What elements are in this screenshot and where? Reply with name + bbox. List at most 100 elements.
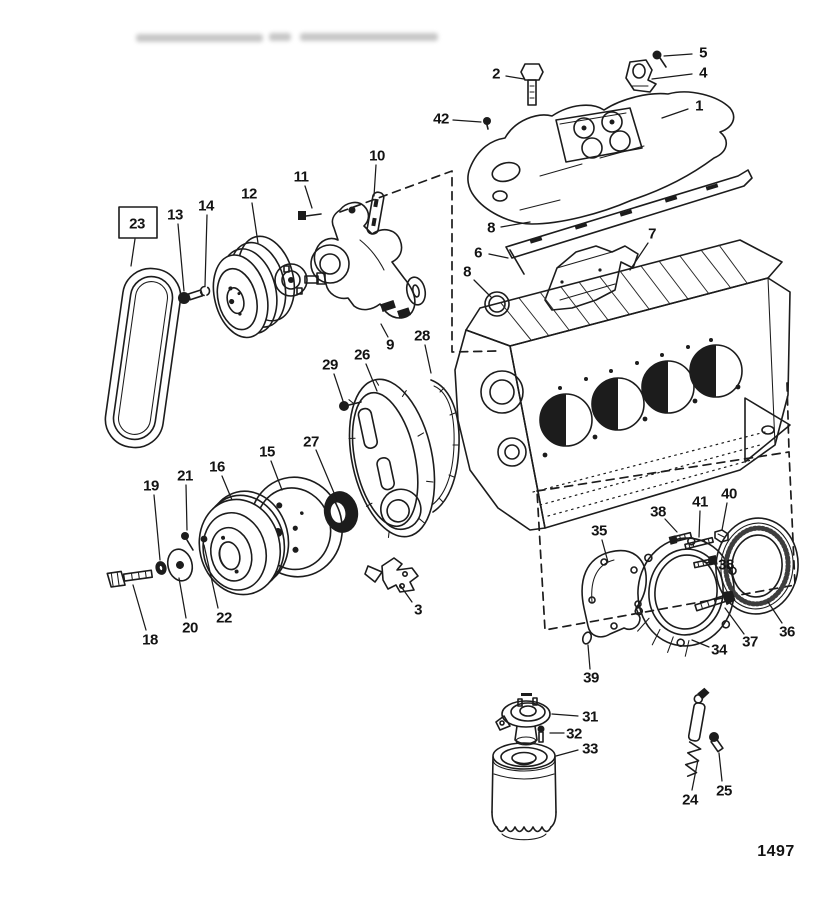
- callout-11: 11: [294, 169, 309, 186]
- callout-leader-37: [724, 607, 745, 635]
- callout-24: 24: [682, 792, 699, 809]
- part-lift-bracket: [625, 59, 657, 93]
- part-pump-gasket: [366, 191, 385, 235]
- part-pulley-bolt: [178, 289, 204, 304]
- part-crank-pulley: [198, 490, 290, 596]
- callout-leader-2: [505, 75, 525, 80]
- part-pump-bolt: [298, 211, 322, 220]
- callout-9: 9: [386, 337, 394, 354]
- part-retainer-bolt-long: [694, 590, 736, 612]
- callout-layer: 1242548687101112131423928262927151621191…: [118, 45, 795, 809]
- callout-23-highlighted[interactable]: 23: [129, 216, 145, 233]
- callout-8: 8: [463, 264, 471, 281]
- illegible-watermark-segment: [300, 33, 438, 41]
- callout-leader-40: [721, 502, 728, 531]
- callout-20: 20: [182, 620, 198, 637]
- part-dowel-pin: [509, 249, 525, 275]
- callout-leader-24: [691, 759, 699, 791]
- callout-42: 42: [433, 111, 449, 128]
- callout-leader-29: [333, 373, 344, 402]
- callout-26: 26: [354, 347, 370, 364]
- part-cover-bolt: [339, 401, 362, 411]
- callout-leader-36: [767, 601, 783, 624]
- callout-12: 12: [241, 186, 257, 203]
- part-manifold-screw: [483, 117, 491, 130]
- illegible-watermark-segment: [136, 34, 263, 42]
- callout-leader-4: [651, 73, 693, 80]
- part-timing-cover: [348, 378, 436, 539]
- callout-leader-18: [132, 584, 147, 631]
- part-washer: [166, 548, 194, 582]
- callout-leader-28: [424, 344, 432, 374]
- part-washer-small: [155, 561, 167, 575]
- part-crank-seal: [323, 491, 359, 533]
- callout-14: 14: [198, 198, 215, 215]
- part-pump-plate: [405, 276, 427, 306]
- callout-leader-19: [153, 494, 161, 561]
- callout-28: 28: [414, 328, 430, 345]
- callout-leader-16: [221, 475, 233, 501]
- callout-leader-21: [185, 484, 188, 531]
- callout-leader-14: [204, 214, 208, 287]
- callout-leader-35: [601, 539, 609, 563]
- callout-7: 7: [648, 226, 656, 243]
- callout-41: 41: [692, 494, 708, 511]
- callout-leader-12: [251, 202, 259, 244]
- part-thermostat: [495, 693, 551, 746]
- callout-leader-10: [373, 164, 377, 197]
- callout-36: 36: [779, 624, 795, 641]
- callout-38: 38: [650, 504, 666, 521]
- callout-22: 22: [216, 610, 232, 627]
- callout-10: 10: [369, 148, 385, 165]
- part-spring-tube: [684, 687, 710, 777]
- callout-25: 25: [716, 783, 732, 800]
- part-valley-pan: [544, 245, 639, 311]
- part-small-bolt: [181, 532, 194, 551]
- callout-leader-38: [703, 561, 718, 565]
- part-o-ring: [484, 291, 510, 317]
- callout-leader-8: [473, 279, 492, 298]
- part-engine-block: [454, 239, 791, 531]
- part-drive-belt: [104, 267, 182, 449]
- callout-27: 27: [303, 434, 319, 451]
- callout-leader-11: [304, 185, 313, 209]
- callout-18: 18: [142, 632, 158, 649]
- callout-leader-34: [691, 639, 710, 648]
- page-number: 1497: [757, 843, 795, 860]
- callout-13: 13: [167, 207, 183, 224]
- illegible-watermark-segment: [269, 33, 291, 41]
- callout-35: 35: [591, 523, 607, 540]
- callout-leader-5: [663, 53, 693, 57]
- callout-leader-26: [365, 363, 378, 392]
- part-manifold-bolt: [520, 63, 544, 106]
- callout-leader-39: [587, 644, 591, 670]
- part-crank-bolt: [106, 569, 154, 588]
- callout-3: 3: [414, 602, 422, 619]
- callout-33: 33: [582, 741, 598, 758]
- callout-leader-27: [315, 449, 338, 501]
- part-small-bracket: [364, 557, 419, 593]
- callout-16: 16: [209, 459, 225, 476]
- callout-40: 40: [721, 486, 737, 503]
- callout-4: 4: [699, 65, 708, 82]
- part-oil-filter: [491, 742, 557, 841]
- part-water-pump: [310, 201, 416, 319]
- callout-32: 32: [566, 726, 582, 743]
- callout-34: 34: [711, 642, 728, 659]
- callout-leader-22: [203, 544, 219, 609]
- callout-38: 38: [718, 557, 734, 574]
- callout-leader-15: [270, 460, 283, 491]
- callout-leader-38: [664, 518, 678, 533]
- callout-21: 21: [177, 468, 193, 485]
- part-intake-manifold: [467, 91, 735, 225]
- part-cover-gasket: [430, 379, 460, 513]
- callout-leader-3: [399, 584, 413, 603]
- callout-leader-20: [178, 577, 187, 619]
- callout-leader-9: [380, 323, 389, 338]
- callout-37: 37: [742, 634, 758, 651]
- part-pump-impeller: [274, 263, 326, 297]
- callout-leader-41: [698, 510, 701, 538]
- part-retainer-bolt-upper: [668, 531, 693, 545]
